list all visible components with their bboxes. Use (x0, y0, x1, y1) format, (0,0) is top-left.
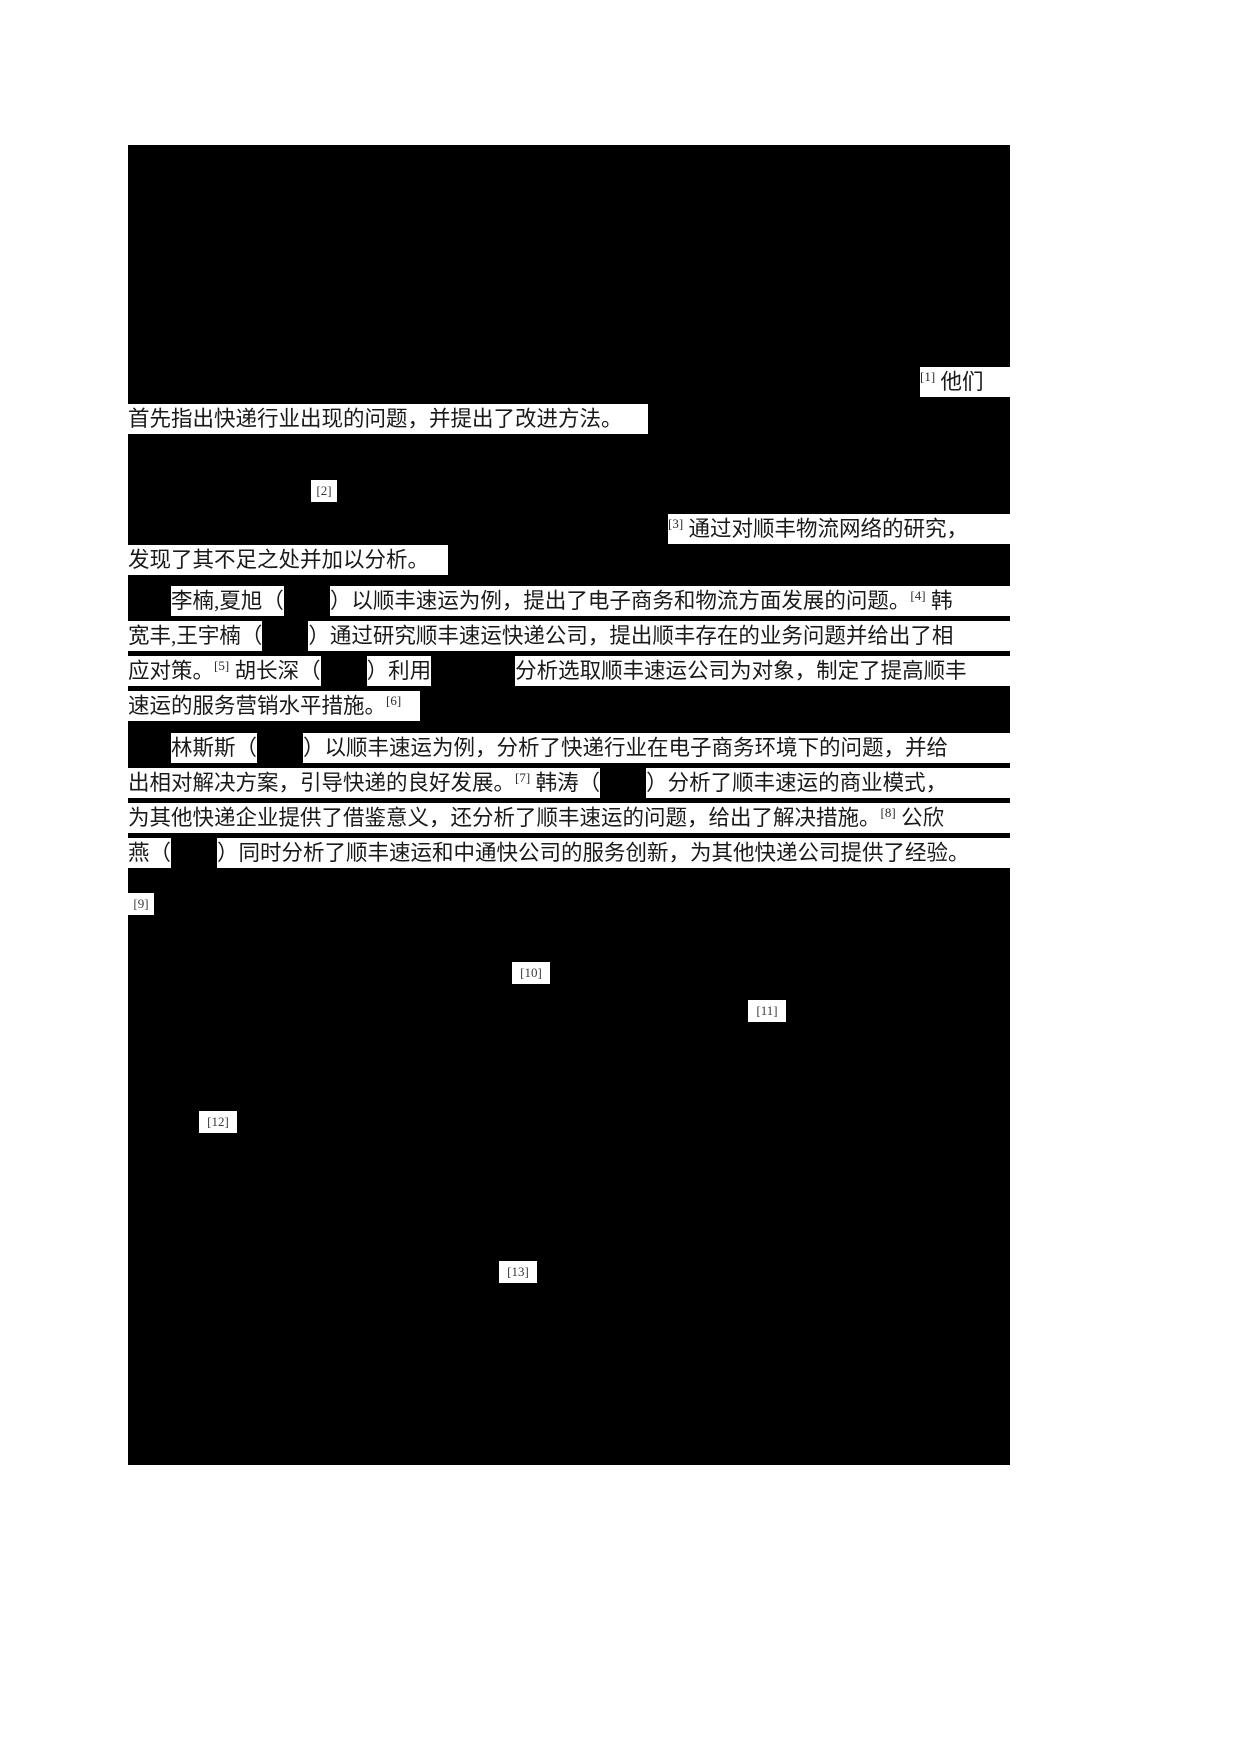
text-run: 速运的服务营销水平措施。 (128, 694, 387, 718)
text-line: 宽丰,王宇楠（ ）通过研究顺丰速运快递公司，提出顺丰存在的业务问题并给出了相 (128, 621, 1010, 651)
text-line: 为其他快递企业提供了借鉴意义，还分析了顺丰速运的问题，给出了解决措施。[8] 公… (128, 803, 1010, 833)
text-run: 为其他快递企业提供了借鉴意义，还分析了顺丰速运的问题，给出了解决措施。 (128, 806, 881, 830)
citation-reference[interactable]: [3] (668, 515, 684, 531)
citation-reference[interactable]: [5] (214, 657, 230, 673)
text-run: ）利用 (366, 659, 432, 683)
text-line: 燕（ ）同时分析了顺丰速运和中通快公司的服务创新，为其他快递公司提供了经验。 (128, 838, 1010, 868)
text-line: 李楠,夏旭（ ）以顺丰速运为例，提出了电子商务和物流方面发展的问题。[4] 韩 (171, 586, 1010, 616)
inline-redaction-mask (257, 733, 304, 763)
text-run: 发现了其不足之处并加以分析。 (128, 548, 430, 572)
text-run: 宽丰,王宇楠（ (128, 624, 263, 648)
text-run: 韩涛（ (530, 771, 601, 795)
inline-redaction-mask (171, 838, 218, 868)
citation-reference[interactable]: [1] (920, 368, 936, 384)
text-run: ）以顺丰速运为例，分析了快递行业在电子商务环境下的问题，并给 (303, 736, 949, 760)
inline-redaction-mask (262, 621, 309, 651)
text-run: 分析选取顺丰速运公司为对象，制定了提高顺丰 (515, 659, 967, 683)
text-run: 燕（ (128, 841, 172, 865)
text-run: 林斯斯（ (171, 736, 258, 760)
text-line: [1] 他们 (920, 367, 1010, 397)
inline-redaction-mask (283, 586, 330, 616)
citation-marker[interactable]: [9] (128, 893, 154, 915)
text-run: 出相对解决方案，引导快递的良好发展。 (128, 771, 516, 795)
text-line: 首先指出快递行业出现的问题，并提出了改进方法。 (128, 404, 648, 434)
text-run: 公欣 (895, 806, 945, 830)
text-line: 应对策。[5] 胡长深（ ）利用 分析选取顺丰速运公司为对象，制定了提高顺丰 (128, 656, 1010, 686)
text-run: 韩 (925, 589, 953, 613)
text-line: [3] 通过对顺丰物流网络的研究， (668, 514, 1010, 544)
citation-marker[interactable]: [13] (499, 1261, 537, 1283)
text-line: 林斯斯（ ）以顺丰速运为例，分析了快递行业在电子商务环境下的问题，并给 (171, 733, 1010, 763)
text-line: 速运的服务营销水平措施。[6] (128, 691, 420, 721)
text-run: ）分析了顺丰速运的商业模式， (646, 771, 948, 795)
text-run: 他们 (935, 370, 984, 394)
citation-marker[interactable]: [10] (512, 962, 550, 984)
text-run: ）通过研究顺丰速运快递公司，提出顺丰存在的业务问题并给出了相 (308, 624, 954, 648)
inline-redaction-mask (600, 768, 647, 798)
citation-marker[interactable]: [11] (748, 1000, 786, 1022)
inline-redaction-mask (320, 656, 367, 686)
text-run: ）同时分析了顺丰速运和中通快公司的服务创新，为其他快递公司提供了经验。 (217, 841, 970, 865)
text-run: ）以顺丰速运为例，提出了电子商务和物流方面发展的问题。 (329, 589, 911, 613)
text-run: 通过对顺丰物流网络的研究， (683, 517, 969, 541)
citation-reference[interactable]: [8] (880, 804, 896, 820)
text-run: 首先指出快递行业出现的问题，并提出了改进方法。 (128, 407, 623, 431)
citation-reference[interactable]: [6] (386, 692, 402, 708)
text-run: 李楠,夏旭（ (171, 589, 284, 613)
text-line: 发现了其不足之处并加以分析。 (128, 545, 448, 575)
text-run: 胡长深（ (229, 659, 321, 683)
citation-reference[interactable]: [4] (910, 587, 926, 603)
text-run: 应对策。 (128, 659, 215, 683)
citation-marker[interactable]: [12] (199, 1111, 237, 1133)
citation-marker[interactable]: [2] (311, 480, 337, 502)
text-line: 出相对解决方案，引导快递的良好发展。[7] 韩涛（ ）分析了顺丰速运的商业模式， (128, 768, 1010, 798)
citation-reference[interactable]: [7] (515, 769, 531, 785)
inline-redaction-mask (431, 656, 516, 686)
